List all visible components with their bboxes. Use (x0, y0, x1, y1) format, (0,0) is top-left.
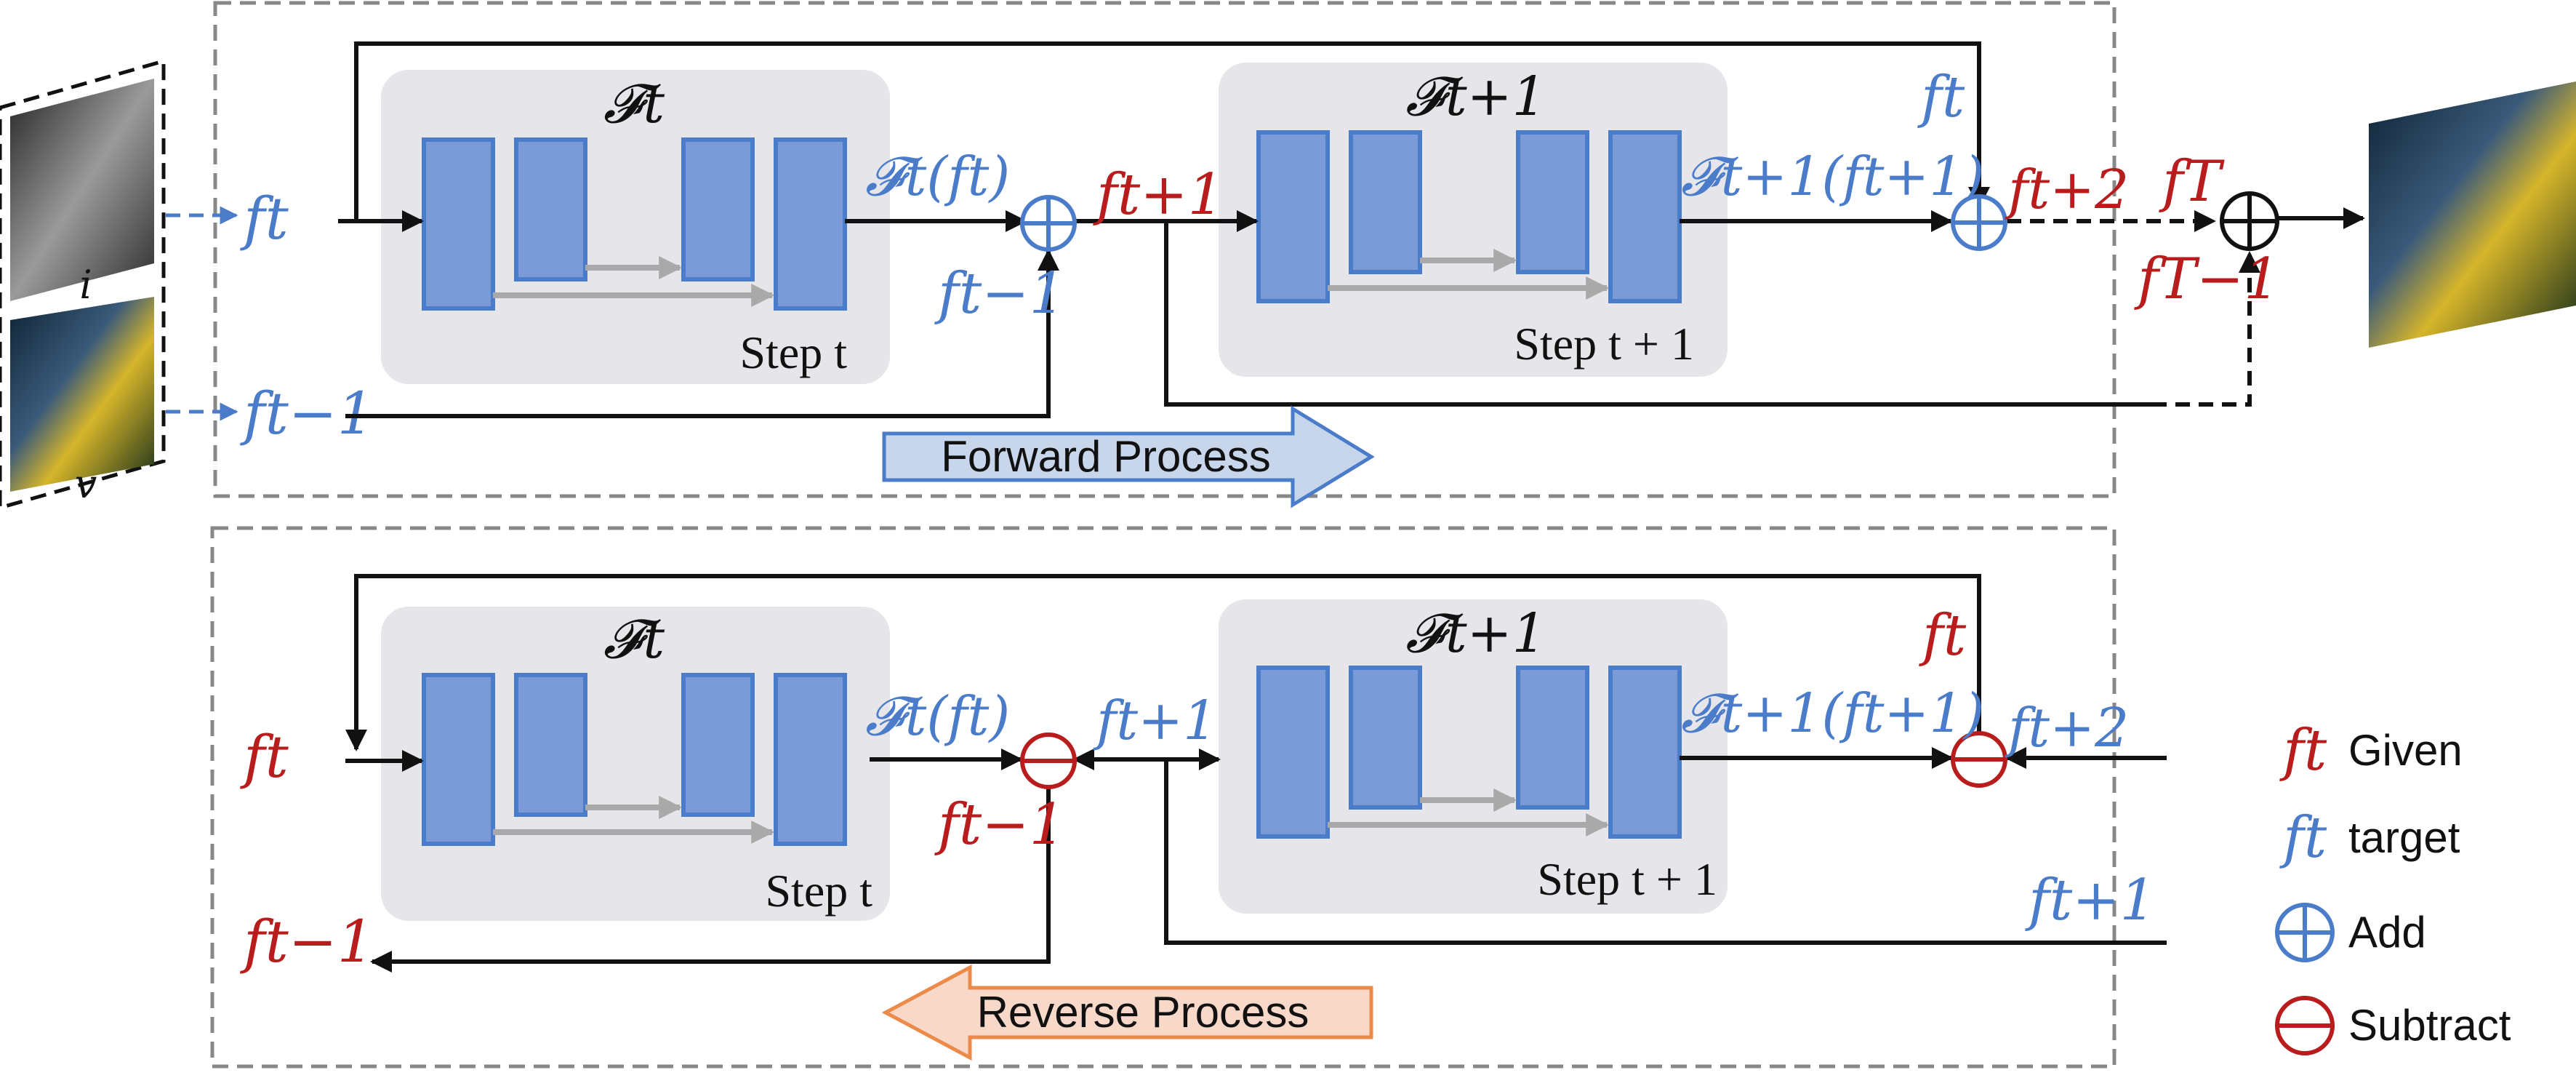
input-images: i v (0, 58, 166, 510)
fwd-node-a-in: ft−1 (934, 261, 1065, 327)
rev-block-a: 𝓕t Step t (381, 607, 890, 921)
fwd-block-b-step: Step t + 1 (1514, 318, 1694, 370)
fwd-block-a-step: Step t (739, 327, 847, 378)
fwd-block-b-name: 𝓕t+1 (1405, 65, 1546, 128)
fwd-add-node-final (2220, 191, 2279, 251)
legend-subtract-label: Subtract (2348, 1001, 2511, 1050)
forward-process-label: Forward Process (941, 432, 1270, 481)
rev-block-a-step: Step t (765, 865, 872, 917)
rev-block-b: 𝓕t+1 Step t + 1 (1219, 599, 1728, 914)
forward-panel-border (213, 1, 2116, 498)
rev-node-a-side: ft+1 (1093, 690, 1217, 752)
legend-target-label: target (2348, 813, 2460, 862)
reverse-process-label: Reverse Process (977, 988, 1309, 1037)
visible-image (10, 297, 154, 492)
fwd-node-a-out: ft+1 (1093, 162, 1224, 228)
forward-process-banner: Forward Process (882, 405, 1375, 508)
legend-given-symbol: ft (2279, 718, 2327, 783)
fwd-input-ft: ft (240, 185, 289, 252)
fwd-arrows (338, 41, 2365, 418)
rev-arrows (345, 574, 2167, 973)
fwd-block-a-name: 𝓕t (603, 73, 665, 135)
fwd-final-top: fT (2159, 149, 2225, 215)
rev-subtract-node-a (1020, 732, 1077, 789)
rev-subtract-node-b (1951, 731, 2007, 788)
rev-node-b-in: ft+2 (2005, 697, 2129, 759)
fwd-out-a: 𝓕t(ft) (865, 145, 1010, 208)
fwd-block-a: 𝓕t Step t (381, 70, 890, 384)
rev-input-ft: ft (240, 723, 289, 791)
rev-output-ft-1: ft−1 (240, 908, 374, 975)
legend-given-label: Given (2348, 726, 2463, 775)
fused-output-image (2369, 81, 2576, 348)
fwd-node-b-out: ft+2 (2005, 159, 2129, 221)
fwd-block-b: 𝓕t+1 Step t + 1 (1219, 63, 1728, 377)
rev-node-b-top: ft (1919, 603, 1967, 668)
fwd-skip-ft: ft (1917, 65, 1965, 130)
image-i-label: i (79, 262, 92, 308)
legend-subtract-icon (2275, 996, 2335, 1055)
fwd-add-node-b (1951, 194, 2007, 251)
rev-block-a-name: 𝓕t (603, 608, 665, 671)
rev-node-a-out: ft−1 (934, 792, 1065, 858)
fwd-add-node-a (1020, 195, 1077, 252)
image-v-label: v (75, 461, 97, 507)
rev-block-b-step: Step t + 1 (1537, 853, 1717, 905)
reverse-process-banner: Reverse Process (881, 964, 1373, 1061)
legend-target-symbol: ft (2279, 805, 2327, 871)
legend-add-label: Add (2348, 908, 2426, 957)
fwd-final-bot: fT−1 (2134, 247, 2280, 312)
legend-add-icon (2275, 903, 2335, 962)
reverse-panel-border (210, 526, 2116, 1069)
infrared-image (10, 79, 154, 301)
fwd-out-b: 𝓕t+1(ft+1) (1681, 145, 1984, 208)
rev-out-b: 𝓕t+1(ft+1) (1681, 682, 1984, 745)
fwd-input-ft-1: ft−1 (240, 380, 374, 447)
rev-out-a: 𝓕t(ft) (865, 685, 1010, 748)
legend: ft Given ft target Add Subtract (2275, 718, 2511, 1055)
rev-block-b-name: 𝓕t+1 (1405, 602, 1546, 665)
rev-right-bottom: ft+1 (2025, 868, 2156, 933)
